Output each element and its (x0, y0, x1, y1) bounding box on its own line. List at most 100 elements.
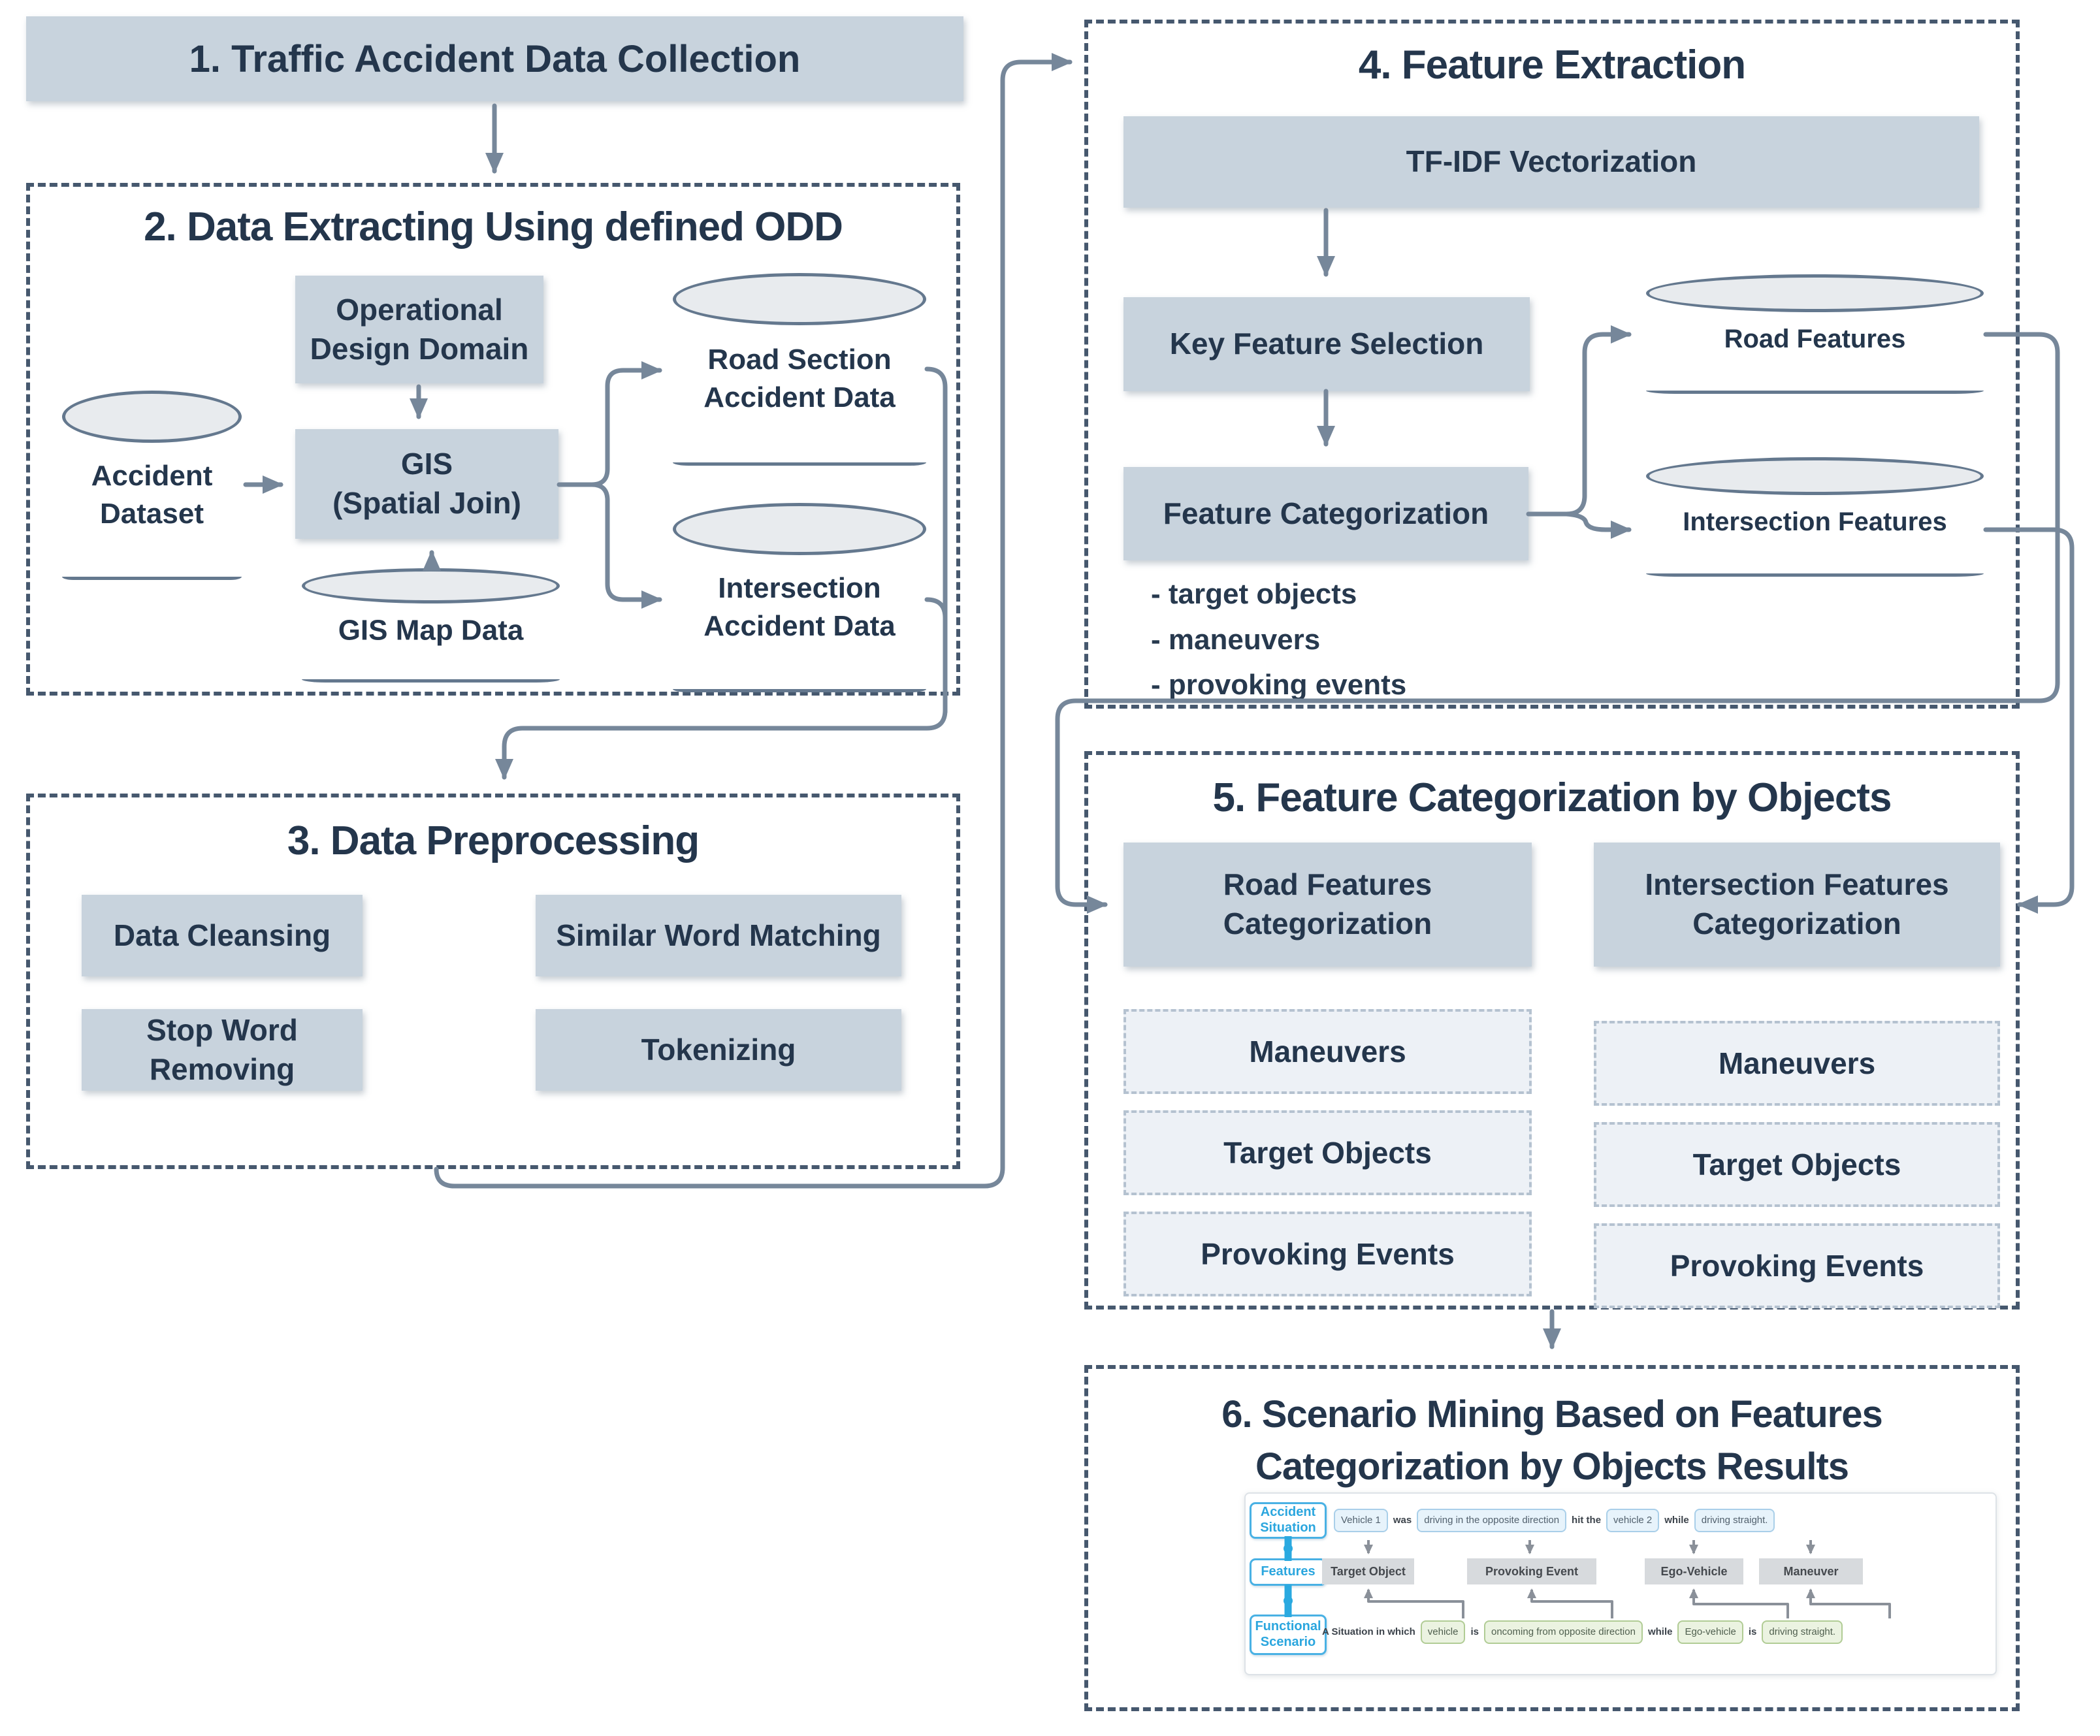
accident-situation-label: Accident Situation (1250, 1502, 1327, 1539)
stop-word-removing-box: Stop Word Removing (82, 1009, 363, 1091)
road-target-objects-label: Target Objects (1223, 1136, 1432, 1170)
section-6-title: 6. Scenario Mining Based on Features Cat… (1221, 1393, 1882, 1488)
section-1-title: 1. Traffic Accident Data Collection (189, 37, 801, 80)
provoking-event-text: Provoking Event (1485, 1564, 1579, 1578)
target-object-box: Target Object (1322, 1558, 1414, 1584)
intersection-provoking-events-box: Provoking Events (1594, 1223, 2000, 1308)
features-label: Features (1250, 1558, 1327, 1586)
feature-categorization-label: Feature Categorization (1163, 496, 1489, 530)
road-provoking-events-label: Provoking Events (1201, 1237, 1455, 1271)
intersection-data-cylinder: Intersection Accident Data (673, 503, 926, 692)
cylinder-body (673, 689, 926, 692)
token-was: was (1393, 1514, 1412, 1526)
token-while-2: while (1647, 1626, 1673, 1637)
token-while: while (1664, 1514, 1689, 1526)
section-1-header: 1. Traffic Accident Data Collection (26, 16, 963, 101)
intersection-target-objects-label: Target Objects (1692, 1148, 1901, 1181)
intersection-features-categorization-label: Intersection Features Categorization (1645, 867, 1949, 940)
section-3-title: 3. Data Preprocessing (287, 818, 700, 863)
accident-dataset-label: Accident Dataset (91, 460, 213, 530)
cylinder-body (1646, 573, 1984, 577)
cylinder-top (1646, 457, 1984, 495)
maneuver-text: Maneuver (1783, 1564, 1839, 1578)
token-vehicle: vehicle (1420, 1620, 1466, 1645)
provoking-event-box: Provoking Event (1467, 1558, 1596, 1584)
accident-situation-text: Accident Situation (1260, 1505, 1316, 1535)
key-feature-selection-box: Key Feature Selection (1123, 297, 1530, 391)
token-is-1: is (1470, 1626, 1479, 1637)
intersection-features-categorization-box: Intersection Features Categorization (1594, 843, 2000, 967)
stop-word-removing-label: Stop Word Removing (146, 1012, 298, 1086)
token-vehicle-1: Vehicle 1 (1334, 1508, 1388, 1533)
intersection-target-objects-box: Target Objects (1594, 1122, 2000, 1207)
ego-vehicle-text: Ego-Vehicle (1660, 1564, 1728, 1578)
intersection-features-cylinder: Intersection Features (1646, 457, 1984, 577)
cylinder-body (62, 577, 242, 580)
feature-categorization-box: Feature Categorization (1123, 467, 1528, 560)
tfidf-box: TF-IDF Vectorization (1123, 116, 1979, 208)
intersection-data-label: Intersection Accident Data (703, 572, 896, 643)
road-maneuvers-box: Maneuvers (1123, 1009, 1532, 1094)
bullet-maneuvers: - maneuvers (1151, 623, 1321, 656)
token-driving-straight: driving straight. (1694, 1508, 1775, 1533)
road-features-cylinder: Road Features (1646, 274, 1984, 394)
cylinder-top (62, 391, 242, 443)
features-text: Features (1261, 1564, 1316, 1579)
similar-word-matching-label: Similar Word Matching (556, 918, 881, 952)
road-features-label: Road Features (1724, 324, 1906, 353)
gis-map-data-label: GIS Map Data (338, 614, 524, 647)
cylinder-top (302, 568, 560, 603)
token-hit-the: hit the (1572, 1514, 1602, 1526)
similar-word-matching-box: Similar Word Matching (536, 895, 901, 976)
gis-map-data-cylinder: GIS Map Data (302, 568, 560, 683)
functional-scenario-label: Functional Scenario (1250, 1615, 1327, 1655)
tfidf-label: TF-IDF Vectorization (1406, 144, 1697, 179)
road-provoking-events-box: Provoking Events (1123, 1212, 1532, 1296)
road-section-data-cylinder: Road Section Accident Data (673, 273, 926, 466)
data-cleansing-label: Data Cleansing (113, 918, 331, 952)
road-features-categorization-box: Road Features Categorization (1123, 843, 1532, 967)
accident-dataset-cylinder: Accident Dataset (62, 391, 242, 580)
functional-scenario-text: Functional Scenario (1255, 1619, 1321, 1649)
token-driving-straight-green: driving straight. (1762, 1620, 1843, 1645)
cylinder-top (1646, 274, 1984, 312)
intersection-maneuvers-box: Maneuvers (1594, 1021, 2000, 1106)
road-maneuvers-label: Maneuvers (1249, 1035, 1406, 1069)
cylinder-top (673, 273, 926, 325)
bullet-provoking-events: - provoking events (1151, 669, 1407, 701)
intersection-maneuvers-label: Maneuvers (1718, 1046, 1876, 1080)
gis-label: GIS (Spatial Join) (332, 447, 521, 520)
cylinder-body (1646, 391, 1984, 394)
token-oncoming: oncoming from opposite direction (1484, 1620, 1643, 1645)
cylinder-body (673, 462, 926, 466)
cylinder-top (673, 503, 926, 555)
token-is-2: is (1748, 1626, 1757, 1637)
key-feature-selection-label: Key Feature Selection (1169, 327, 1484, 361)
gis-box: GIS (Spatial Join) (295, 429, 558, 539)
odd-box: Operational Design Domain (295, 276, 543, 383)
functional-scenario-row: A Situation in which vehicle is oncoming… (1321, 1613, 1843, 1651)
odd-label: Operational Design Domain (310, 292, 529, 366)
section-5-title: 5. Feature Categorization by Objects (1212, 775, 1892, 820)
road-section-data-label: Road Section Accident Data (703, 344, 896, 414)
road-features-categorization-label: Road Features Categorization (1223, 867, 1432, 940)
feature-categorization-bullets: - target objects - maneuvers - provoking… (1151, 571, 1569, 708)
road-target-objects-box: Target Objects (1123, 1110, 1532, 1195)
tokenizing-box: Tokenizing (536, 1009, 901, 1091)
token-a-situation: A Situation in which (1322, 1626, 1415, 1637)
cylinder-body (302, 679, 560, 683)
token-ego-vehicle: Ego-vehicle (1677, 1620, 1743, 1645)
bullet-target-objects: - target objects (1151, 578, 1357, 610)
token-driving-opposite: driving in the opposite direction (1417, 1508, 1567, 1533)
intersection-provoking-events-label: Provoking Events (1670, 1249, 1924, 1283)
data-cleansing-box: Data Cleansing (82, 895, 363, 976)
maneuver-box: Maneuver (1759, 1558, 1863, 1584)
section-2-title: 2. Data Extracting Using defined ODD (144, 204, 843, 249)
intersection-features-label: Intersection Features (1683, 507, 1947, 536)
section-4-title: 4. Feature Extraction (1358, 42, 1746, 88)
ego-vehicle-box: Ego-Vehicle (1645, 1558, 1743, 1584)
tokenizing-label: Tokenizing (641, 1032, 796, 1067)
target-object-text: Target Object (1331, 1564, 1406, 1578)
token-vehicle-2: vehicle 2 (1606, 1508, 1660, 1533)
